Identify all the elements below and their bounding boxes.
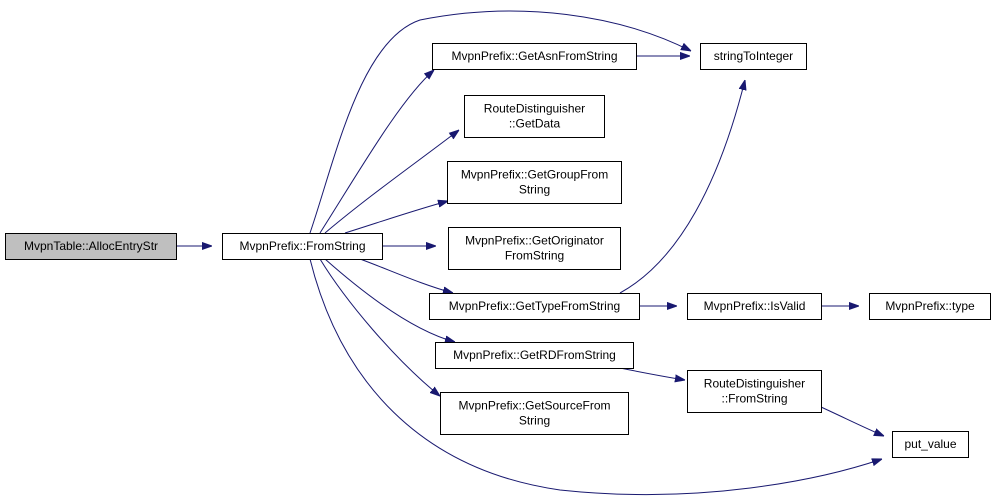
node-type[interactable]: MvpnPrefix::type <box>869 293 991 320</box>
node-label: RouteDistinguisher <box>704 377 805 391</box>
node-box <box>432 43 637 70</box>
node-label: String <box>519 183 550 197</box>
node-label: MvpnPrefix::GetSourceFrom <box>458 399 610 413</box>
node-label: FromString <box>505 249 564 263</box>
node-box <box>222 233 383 260</box>
node-label: stringToInteger <box>714 49 793 63</box>
edge-fromstring-to-getsource <box>319 258 440 396</box>
node-box <box>869 293 991 320</box>
node-rdgetdata[interactable]: RouteDistinguisher::GetData <box>464 95 605 138</box>
edge-rdfromstring-to-putvalue <box>820 406 884 436</box>
edge-fromstring-to-getgroup <box>344 201 448 234</box>
node-getasn[interactable]: MvpnPrefix::GetAsnFromString <box>432 43 637 70</box>
node-box <box>687 370 822 413</box>
node-label: MvpnPrefix::GetGroupFrom <box>461 168 608 182</box>
edge-fromstring-to-gettype <box>359 258 453 293</box>
node-label: MvpnPrefix::type <box>885 299 975 313</box>
node-label: ::FromString <box>721 392 787 406</box>
node-label: MvpnPrefix::FromString <box>239 239 365 253</box>
edge-fromstring-to-getasn <box>319 70 434 234</box>
node-label: MvpnPrefix::GetAsnFromString <box>451 49 617 63</box>
node-isvalid[interactable]: MvpnPrefix::IsValid <box>687 293 822 320</box>
node-rdfromstring[interactable]: RouteDistinguisher::FromString <box>687 370 822 413</box>
node-stoi[interactable]: stringToInteger <box>700 43 807 70</box>
node-label: MvpnPrefix::GetOriginator <box>465 234 604 248</box>
edge-fromstring-to-stoi <box>309 10 691 234</box>
node-gettype[interactable]: MvpnPrefix::GetTypeFromString <box>429 293 640 320</box>
node-putvalue[interactable]: put_value <box>892 431 969 458</box>
node-box <box>448 227 621 270</box>
node-box <box>5 233 177 260</box>
node-box <box>435 342 634 369</box>
node-label: MvpnTable::AllocEntryStr <box>24 239 158 253</box>
node-getrd[interactable]: MvpnPrefix::GetRDFromString <box>435 342 634 369</box>
node-box <box>892 431 969 458</box>
node-label: ::GetData <box>509 117 561 131</box>
edge-fromstring-to-rdgetdata <box>324 130 459 234</box>
node-label: MvpnPrefix::IsValid <box>704 299 806 313</box>
edge-fromstring-to-putvalue <box>309 258 882 496</box>
node-box <box>464 95 605 138</box>
node-alloc[interactable]: MvpnTable::AllocEntryStr <box>5 233 177 260</box>
node-box <box>447 161 622 204</box>
node-box <box>440 392 629 435</box>
edge-fromstring-to-getrd <box>324 258 455 342</box>
node-label: MvpnPrefix::GetRDFromString <box>453 348 616 362</box>
node-box <box>700 43 807 70</box>
node-label: put_value <box>904 437 956 451</box>
node-box <box>429 293 640 320</box>
edge-getrd-to-rdfromstring <box>619 367 685 380</box>
node-label: MvpnPrefix::GetTypeFromString <box>449 299 620 313</box>
node-fromstring[interactable]: MvpnPrefix::FromString <box>222 233 383 260</box>
node-label: RouteDistinguisher <box>484 102 585 116</box>
node-box <box>687 293 822 320</box>
node-label: String <box>519 414 550 428</box>
edge-gettype-to-stoi <box>619 80 745 294</box>
